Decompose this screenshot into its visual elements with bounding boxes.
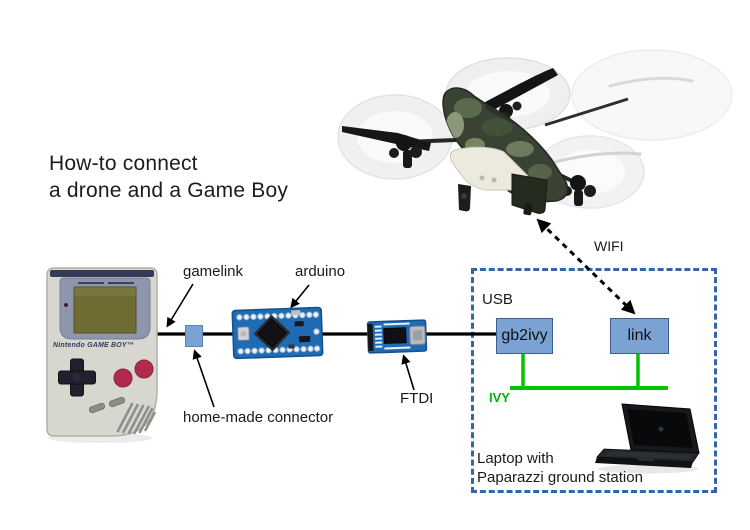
ftdi-board-image bbox=[366, 319, 428, 354]
drone-image bbox=[337, 49, 733, 216]
laptop-caption-line2: Paparazzi ground station bbox=[477, 469, 643, 486]
link-node: link bbox=[610, 318, 669, 354]
ftdi-label: FTDI bbox=[400, 390, 434, 407]
gb2ivy-node: gb2ivy bbox=[496, 318, 553, 354]
home-made-connector-square bbox=[185, 325, 203, 347]
wifi-label: WIFI bbox=[594, 238, 624, 254]
ivy-bus-lines bbox=[510, 351, 668, 390]
gameboy-image bbox=[46, 267, 158, 443]
usb-label: USB bbox=[482, 291, 513, 308]
ivy-bus-label: IVY bbox=[489, 390, 510, 405]
laptop-caption: Laptop with Paparazzi ground station bbox=[477, 449, 643, 487]
arduino-label: arduino bbox=[295, 263, 346, 280]
title-line2: a drone and a Game Boy bbox=[49, 179, 289, 202]
gamelink-label: gamelink bbox=[183, 263, 244, 280]
laptop-image bbox=[595, 403, 700, 474]
laptop-caption-line1: Laptop with bbox=[477, 450, 554, 467]
arduino-board-image bbox=[231, 306, 324, 360]
gameboy-brand-text: Nintendo GAME BOY™ bbox=[53, 342, 134, 349]
wifi-link-arrow bbox=[536, 218, 636, 315]
page-title: How-to connect a drone and a Game Boy bbox=[49, 150, 288, 204]
title-line1: How-to connect bbox=[49, 152, 198, 175]
annotation-arrows bbox=[166, 283, 415, 408]
home-made-connector-label: home-made connector bbox=[183, 409, 334, 426]
